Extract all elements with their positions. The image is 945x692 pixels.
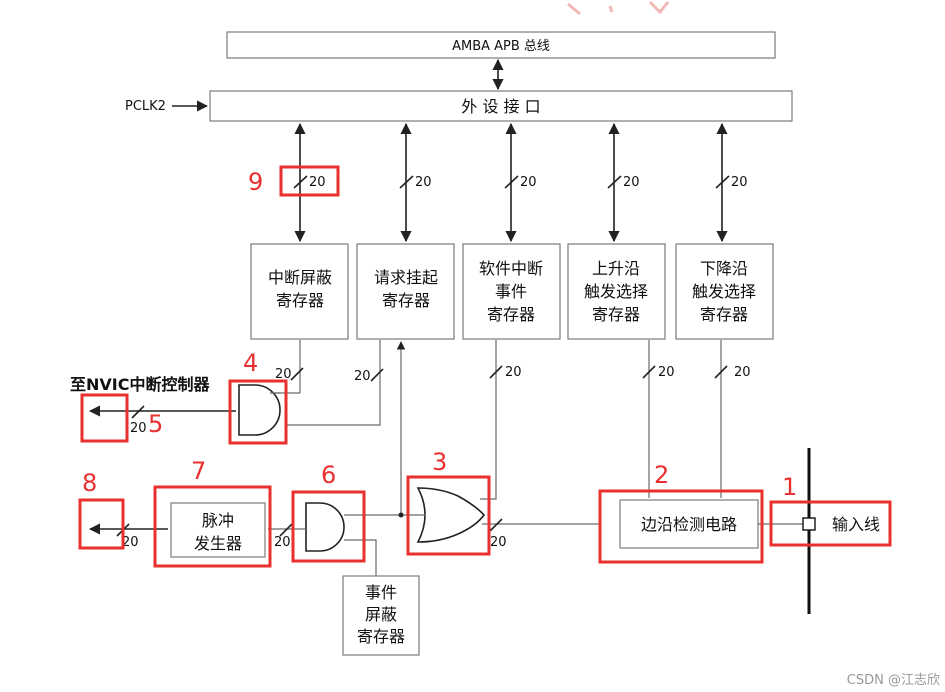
width-label-event-out: 20 [122, 535, 139, 550]
input-pin [802, 517, 816, 531]
highlight-6 [291, 490, 366, 563]
event-mask-line [344, 539, 377, 576]
highlight-2 [598, 489, 764, 564]
clipped-watermark-fragment [567, 0, 670, 16]
highlight-8 [78, 498, 125, 550]
pending-request-register [356, 243, 455, 340]
width-label-mask-out: 20 [275, 367, 292, 382]
width-label-falling-out: 20 [734, 365, 751, 380]
pclk2-label: PCLK2 [125, 99, 166, 114]
marker-2: 2 [654, 461, 669, 489]
width-label-nvic: 20 [130, 421, 147, 436]
falling-trigger-register [675, 243, 774, 340]
marker-7: 7 [191, 457, 206, 485]
rising-trigger-register [567, 243, 666, 340]
pending-request-register-line2: 寄存器 [382, 291, 430, 310]
register-signal-lines [270, 340, 728, 515]
width-label-pending-bus: 20 [415, 175, 432, 190]
edge-detect-circuit [619, 499, 759, 549]
pending-request-register-line1: 请求挂起 [374, 268, 438, 287]
event-and-gate [305, 502, 345, 552]
marker-9: 9 [248, 168, 263, 196]
or-gate [416, 487, 486, 543]
highlight-9 [279, 165, 340, 197]
interrupt-mask-register-line1: 中断屏蔽 [268, 268, 332, 287]
peripheral-interface-label: 外 设 接 口 [461, 97, 540, 116]
marker-5: 5 [148, 410, 163, 438]
highlight-1 [769, 500, 892, 547]
falling-trigger-register-line1: 下降沿 [700, 259, 748, 278]
width-label-swier-out: 20 [505, 365, 522, 380]
rising-trigger-register-line3: 寄存器 [592, 305, 640, 324]
pulse-generator-line1: 脉冲 [202, 511, 234, 530]
amba-apb-bus-label: AMBA APB 总线 [452, 39, 550, 54]
marker-3: 3 [432, 448, 447, 476]
width-label-swier-bus: 20 [520, 175, 537, 190]
software-interrupt-register-line3: 寄存器 [487, 305, 535, 324]
interrupt-mask-register-line2: 寄存器 [276, 291, 324, 310]
width-label-and-out: 20 [274, 535, 291, 550]
nvic-label: 至NVIC中断控制器 [70, 375, 210, 394]
pulse-generator [170, 502, 266, 558]
amba-apb-bus-box [226, 31, 776, 59]
rising-trigger-register-line1: 上升沿 [592, 259, 640, 278]
event-mask-register-line2: 屏蔽 [365, 605, 397, 624]
junction-dot [398, 512, 404, 518]
software-interrupt-event-register [462, 243, 561, 340]
input-line-label: 输入线 [832, 515, 880, 534]
highlight-5 [80, 393, 129, 443]
width-label-rising-out: 20 [658, 365, 675, 380]
event-mask-register-line1: 事件 [365, 583, 397, 602]
rising-trigger-register-line2: 触发选择 [584, 282, 648, 301]
width-label-mask-bus: 20 [309, 175, 326, 190]
interrupt-and-gate [238, 384, 281, 436]
marker-6: 6 [321, 461, 336, 489]
width-label-rising-bus: 20 [623, 175, 640, 190]
width-label-edge-out: 20 [490, 535, 507, 550]
highlight-4 [228, 379, 288, 445]
pulse-generator-line2: 发生器 [194, 534, 242, 553]
nvic-slash [131, 405, 145, 419]
interrupt-mask-register [250, 243, 349, 340]
edge-detect-label: 边沿检测电路 [641, 515, 737, 534]
event-mask-register [342, 575, 420, 656]
width-label-falling-bus: 20 [731, 175, 748, 190]
marker-4: 4 [243, 349, 258, 377]
peripheral-interface-box [209, 90, 793, 122]
software-interrupt-register-line2: 事件 [495, 282, 527, 301]
width-label-pending-in: 20 [354, 369, 371, 384]
register-bus-links [293, 122, 730, 243]
highlight-7 [153, 485, 272, 568]
csdn-watermark: CSDN @江志欣 [847, 673, 940, 688]
highlight-3 [406, 475, 491, 556]
marker-1: 1 [782, 473, 797, 501]
marker-8: 8 [82, 469, 97, 497]
event-mask-register-line3: 寄存器 [357, 627, 405, 646]
software-interrupt-register-line1: 软件中断 [479, 259, 543, 278]
falling-trigger-register-line2: 触发选择 [692, 282, 756, 301]
falling-trigger-register-line3: 寄存器 [700, 305, 748, 324]
